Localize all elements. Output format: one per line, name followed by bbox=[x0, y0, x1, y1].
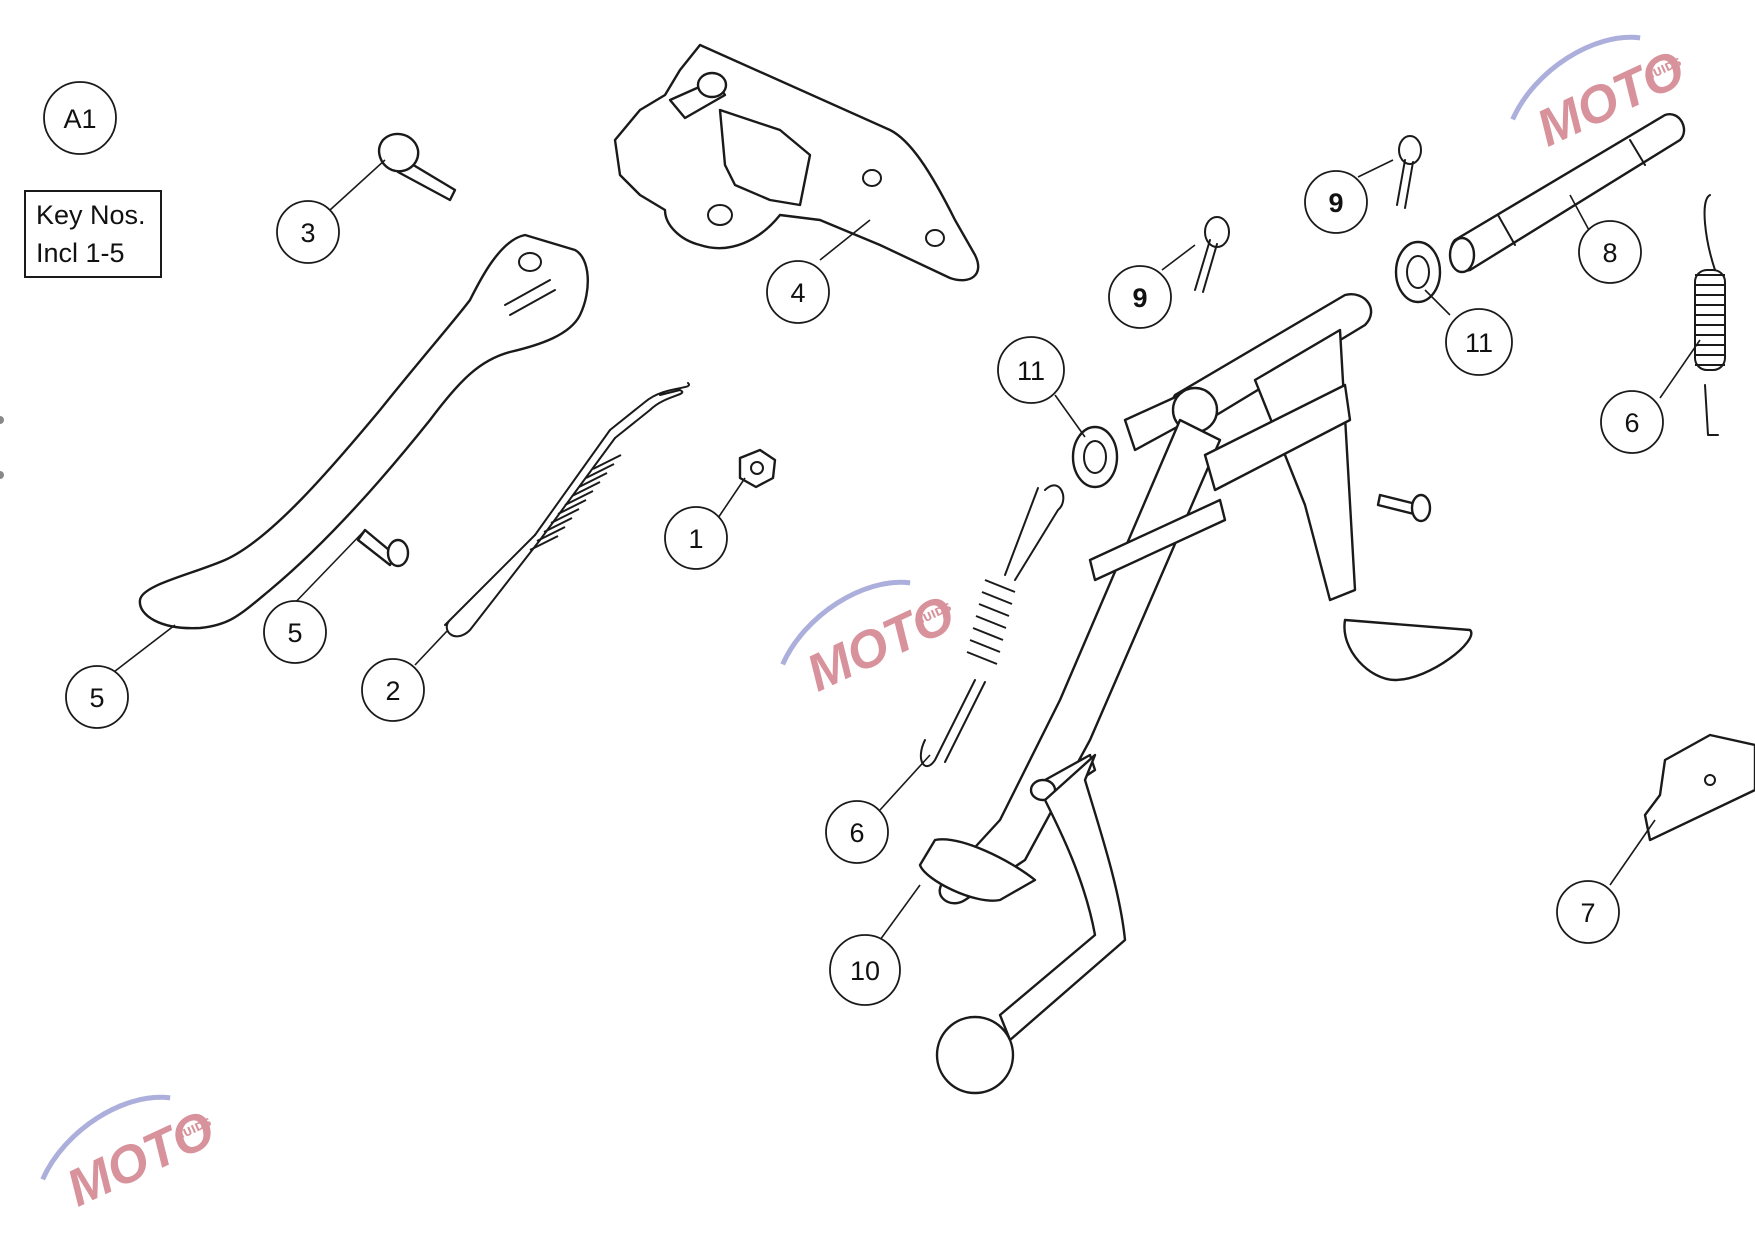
callout-bubble: 11 bbox=[1445, 308, 1513, 376]
key-note-line-1: Key Nos. bbox=[36, 200, 146, 230]
callout-6a-number: 6 bbox=[1624, 408, 1639, 438]
nut-part bbox=[738, 448, 777, 489]
callout-2-number: 2 bbox=[385, 676, 400, 706]
callout-7-number: 7 bbox=[1580, 898, 1595, 928]
callout-bubble: 8 bbox=[1578, 220, 1642, 284]
pivot-shaft-part bbox=[1448, 113, 1686, 274]
callout-1-number: 1 bbox=[688, 524, 703, 554]
margin-mark bbox=[0, 416, 4, 424]
leader-lines bbox=[109, 159, 1701, 941]
spring-left-part bbox=[919, 484, 1065, 768]
callout-5a-number: 5 bbox=[287, 618, 302, 648]
callout-3-number: 3 bbox=[300, 218, 315, 248]
callout-9a-number: 9 bbox=[1132, 283, 1147, 313]
assembly-label-bubble: A1 bbox=[43, 81, 117, 155]
callout-bubble: 4 bbox=[766, 260, 830, 324]
pivot-pin-part bbox=[356, 528, 410, 568]
center-stand-part bbox=[918, 293, 1473, 1095]
margin-mark bbox=[0, 471, 4, 479]
washer-left-part bbox=[1071, 425, 1119, 489]
side-stand-spring-part bbox=[444, 382, 691, 638]
flange-bolt-part bbox=[377, 132, 457, 202]
callout-bubble: 5 bbox=[65, 665, 129, 729]
callout-bubble: 9 bbox=[1304, 170, 1368, 234]
assembly-label-text: A1 bbox=[63, 104, 96, 134]
key-note-box: Key Nos. Incl 1-5 bbox=[24, 190, 162, 278]
watermark-brand-text: MOTO bbox=[58, 1100, 223, 1218]
callout-bubble: 6 bbox=[1600, 390, 1664, 454]
callout-bubble: 2 bbox=[361, 658, 425, 722]
bracket-part bbox=[613, 43, 980, 282]
callout-bubble: 11 bbox=[997, 336, 1065, 404]
cotter-pin-right-part bbox=[1396, 135, 1422, 209]
callout-11a-number: 11 bbox=[1017, 356, 1045, 386]
callout-bubble: 5 bbox=[263, 600, 327, 664]
callout-bubble: 10 bbox=[829, 934, 901, 1006]
callout-4-number: 4 bbox=[790, 278, 805, 308]
watermark-bottom-left: MOTO GUIDS bbox=[40, 1094, 223, 1218]
callout-6b-number: 6 bbox=[849, 818, 864, 848]
callout-8-number: 8 bbox=[1602, 238, 1617, 268]
callout-bubble: 9 bbox=[1108, 265, 1172, 329]
watermark-brand-text: MOTO bbox=[798, 585, 963, 703]
callout-5b-number: 5 bbox=[89, 683, 104, 713]
key-note-line-2: Incl 1-5 bbox=[36, 238, 125, 268]
callout-10-number: 10 bbox=[850, 956, 880, 986]
stopper-plate-part bbox=[1643, 733, 1755, 842]
spring-right-part bbox=[1694, 194, 1726, 436]
cotter-pin-left-part bbox=[1194, 216, 1230, 293]
callout-bubble: 6 bbox=[825, 800, 889, 864]
callout-9b-number: 9 bbox=[1328, 188, 1343, 218]
callout-11b-number: 11 bbox=[1465, 328, 1493, 358]
washer-right-part bbox=[1394, 240, 1442, 304]
callout-bubble: 7 bbox=[1556, 880, 1620, 944]
side-stand-leg-part bbox=[138, 233, 589, 630]
callout-bubble: 1 bbox=[664, 506, 728, 570]
watermark-center: MOTO GUIDS bbox=[780, 579, 963, 703]
callout-bubble: 3 bbox=[276, 200, 340, 264]
